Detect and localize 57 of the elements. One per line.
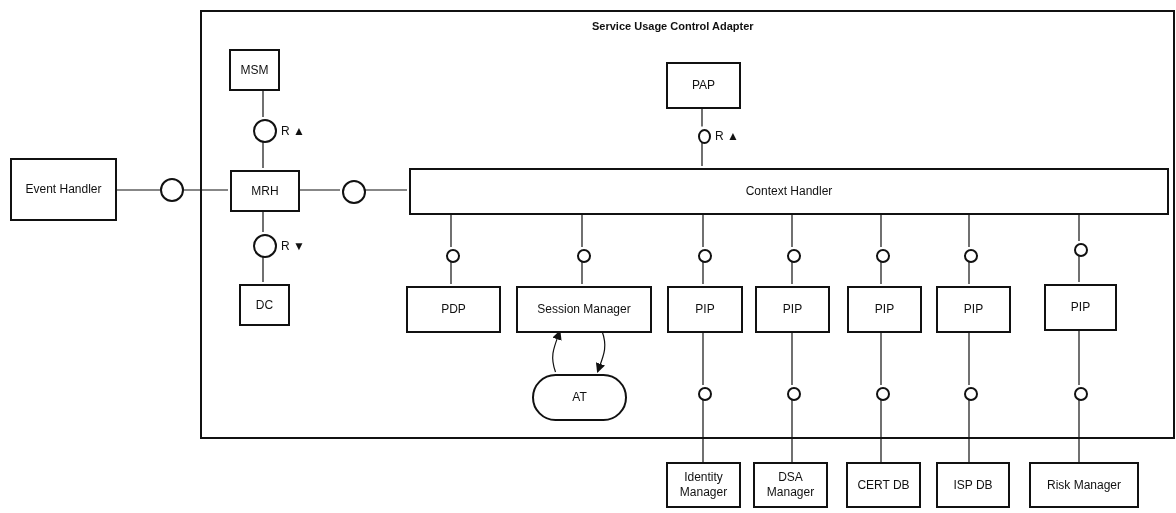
component-box: Event Handler — [10, 158, 117, 221]
interface-circle — [253, 234, 277, 258]
interface-circle — [342, 180, 366, 204]
connector-line — [1078, 398, 1080, 463]
component-box: PDP — [406, 286, 501, 333]
connector-line — [183, 189, 229, 191]
component-box: PAP — [666, 62, 741, 109]
component-frame — [200, 10, 1175, 439]
interface-label: R ▲ — [715, 128, 739, 144]
component-box: MSM — [229, 49, 280, 91]
interface-circle — [964, 249, 978, 263]
interface-circle — [577, 249, 591, 263]
connector-line — [702, 398, 704, 463]
connector-line — [968, 260, 970, 285]
connector-line — [791, 260, 793, 285]
interface-circle — [697, 128, 711, 144]
component-box: MRH — [230, 170, 300, 212]
component-box: PIP — [847, 286, 922, 333]
connector-line — [262, 255, 264, 283]
connector-line — [581, 260, 583, 285]
component-box: Session Manager — [516, 286, 652, 333]
interface-circle — [876, 249, 890, 263]
frame-title: Service Usage Control Adapter — [592, 20, 754, 32]
component-box: CERT DB — [846, 462, 921, 508]
connector-line — [116, 189, 161, 191]
component-box: ISP DB — [936, 462, 1010, 508]
interface-circle — [253, 119, 277, 143]
component-box: PIP — [667, 286, 743, 333]
interface-circle — [876, 387, 890, 401]
terminator-shape: AT — [532, 374, 627, 421]
interface-circle — [787, 249, 801, 263]
connector-line — [262, 140, 264, 169]
connector-line — [791, 398, 793, 463]
interface-circle — [1074, 243, 1088, 257]
component-box: PIP — [755, 286, 830, 333]
interface-circle — [964, 387, 978, 401]
connector-line — [450, 260, 452, 285]
interface-label: R ▼ — [281, 238, 305, 254]
interface-circle — [446, 249, 460, 263]
interface-circle — [698, 249, 712, 263]
connector-line — [880, 398, 882, 463]
interface-circle — [1074, 387, 1088, 401]
connector-line — [702, 260, 704, 285]
component-box: Context Handler — [409, 168, 1169, 215]
interface-circle — [698, 387, 712, 401]
connector-line — [1078, 254, 1080, 283]
interface-label: R ▲ — [281, 123, 305, 139]
component-box: DSA Manager — [753, 462, 828, 508]
component-box: DC — [239, 284, 290, 326]
component-box: PIP — [936, 286, 1011, 333]
component-box: Identity Manager — [666, 462, 741, 508]
component-box: Risk Manager — [1029, 462, 1139, 508]
component-box: PIP — [1044, 284, 1117, 331]
interface-circle — [160, 178, 184, 202]
connector-line — [880, 260, 882, 285]
interface-circle — [787, 387, 801, 401]
connector-line — [968, 398, 970, 463]
